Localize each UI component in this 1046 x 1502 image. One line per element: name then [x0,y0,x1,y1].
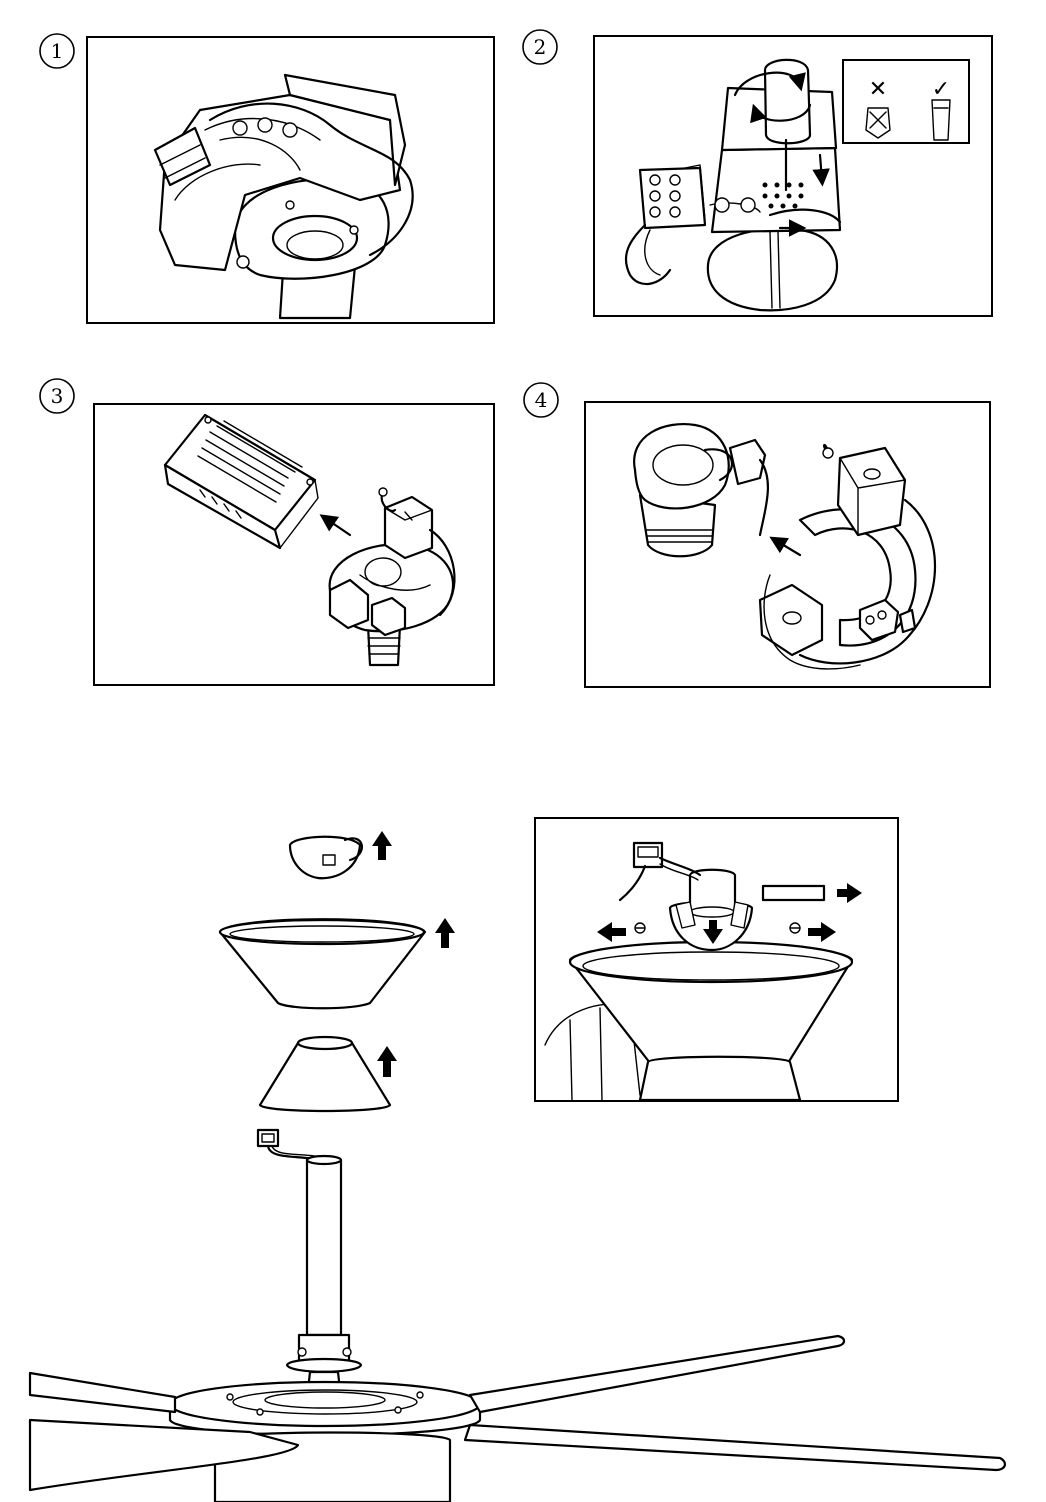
detail-inset [534,817,899,1102]
step-3-number: 3 [51,384,64,408]
step-1-illustration [153,73,414,320]
fan-motor [168,1380,482,1502]
exploded-view [28,831,1006,1502]
canopy-bowl [218,918,427,1010]
step-4-number: 4 [535,388,548,412]
coupling-cover [258,1035,392,1113]
step-3: 3 [39,378,495,686]
step-2: 2 [522,29,993,317]
phillips-screwdriver-tip [865,107,891,139]
arrow-icon [597,922,626,942]
downrod [256,1128,363,1392]
step-1-frame [86,36,495,324]
vent-holes [762,182,804,209]
step-2-illustration: ✕ ✓ [624,58,970,312]
step-3-illustration [163,413,456,667]
flat-screwdriver-tip [931,99,951,141]
step-1: 1 [39,33,495,324]
step-3-badge: 3 [39,378,75,414]
arrow-icon [837,883,862,903]
arrow-icon [377,1046,397,1077]
check-icon: ✓ [932,77,950,102]
step-1-badge: 1 [39,33,75,69]
arrow-icon [769,536,802,557]
arrow-icon [435,918,455,948]
arrow-icon [808,922,836,942]
driver-module [163,413,319,550]
step-1-number: 1 [51,39,64,63]
arrow-icon [703,920,723,944]
step-2-number: 2 [534,35,547,59]
fan-blades [28,1334,1006,1492]
step-3-frame [93,403,495,686]
arrow-icon [319,514,352,537]
rotate-arrow-icon [733,71,806,97]
step-4: 4 [523,382,991,688]
detail-frame [534,817,899,1102]
step-2-frame [593,35,993,317]
cross-icon: ✕ [869,77,887,102]
step-4-frame [584,401,991,688]
step-4-badge: 4 [523,382,559,418]
step-2-badge: 2 [522,29,558,65]
canopy-cap [288,835,363,880]
screwdriver-legend [842,59,970,144]
step-4-illustration [633,423,937,670]
arrow-icon [372,831,392,860]
